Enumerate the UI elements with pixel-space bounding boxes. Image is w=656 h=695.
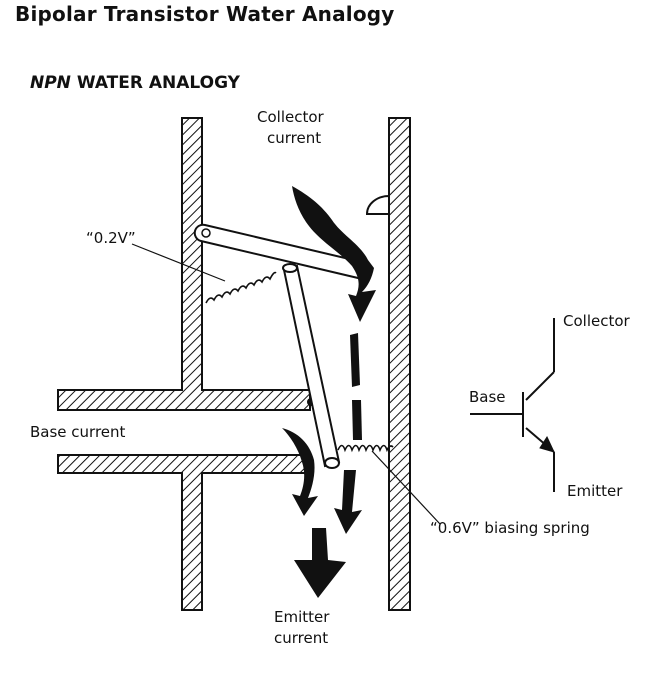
collector-flow-arrow <box>292 186 376 322</box>
biasing-spring-leader <box>371 450 441 525</box>
symbol-base-label: Base <box>469 388 506 406</box>
page-title: Bipolar Transistor Water Analogy <box>15 2 395 26</box>
coupling-spring <box>205 271 277 304</box>
left-wall-upper <box>57 117 311 411</box>
section-title: NPN WATER ANALOGY <box>30 73 240 93</box>
emitter-arrowhead-icon <box>539 435 555 453</box>
symbol-collector-label: Collector <box>563 312 631 330</box>
emitter-flow-arrow <box>294 528 346 598</box>
npn-transistor-symbol <box>470 318 555 492</box>
base-flap <box>282 263 341 469</box>
main-flow-dash-1 <box>350 333 360 387</box>
flap-stop <box>365 194 390 215</box>
base-flow-arrow <box>282 428 318 516</box>
right-wall <box>388 117 411 611</box>
collector-current-label-line2: current <box>267 129 321 147</box>
biasing-spring-label: “0.6V” biasing spring <box>430 519 590 537</box>
collector-diagonal <box>525 371 555 401</box>
spring-voltage-label: “0.2V” <box>86 229 136 247</box>
main-flow-dash-2 <box>352 400 362 440</box>
emitter-current-label-line2: current <box>274 629 328 647</box>
emitter-current-label-line1: Emitter <box>274 608 330 626</box>
biasing-spring <box>337 444 394 453</box>
symbol-emitter-label: Emitter <box>567 482 623 500</box>
collector-current-label-line1: Collector <box>257 108 325 126</box>
left-wall-lower <box>57 454 311 611</box>
flow-arrows <box>282 186 376 598</box>
main-flow-lower <box>334 470 362 534</box>
section-title-rest: WATER ANALOGY <box>70 73 240 93</box>
base-current-label: Base current <box>30 423 126 441</box>
npn-label: NPN <box>30 73 71 93</box>
spring-voltage-leader <box>131 243 226 282</box>
